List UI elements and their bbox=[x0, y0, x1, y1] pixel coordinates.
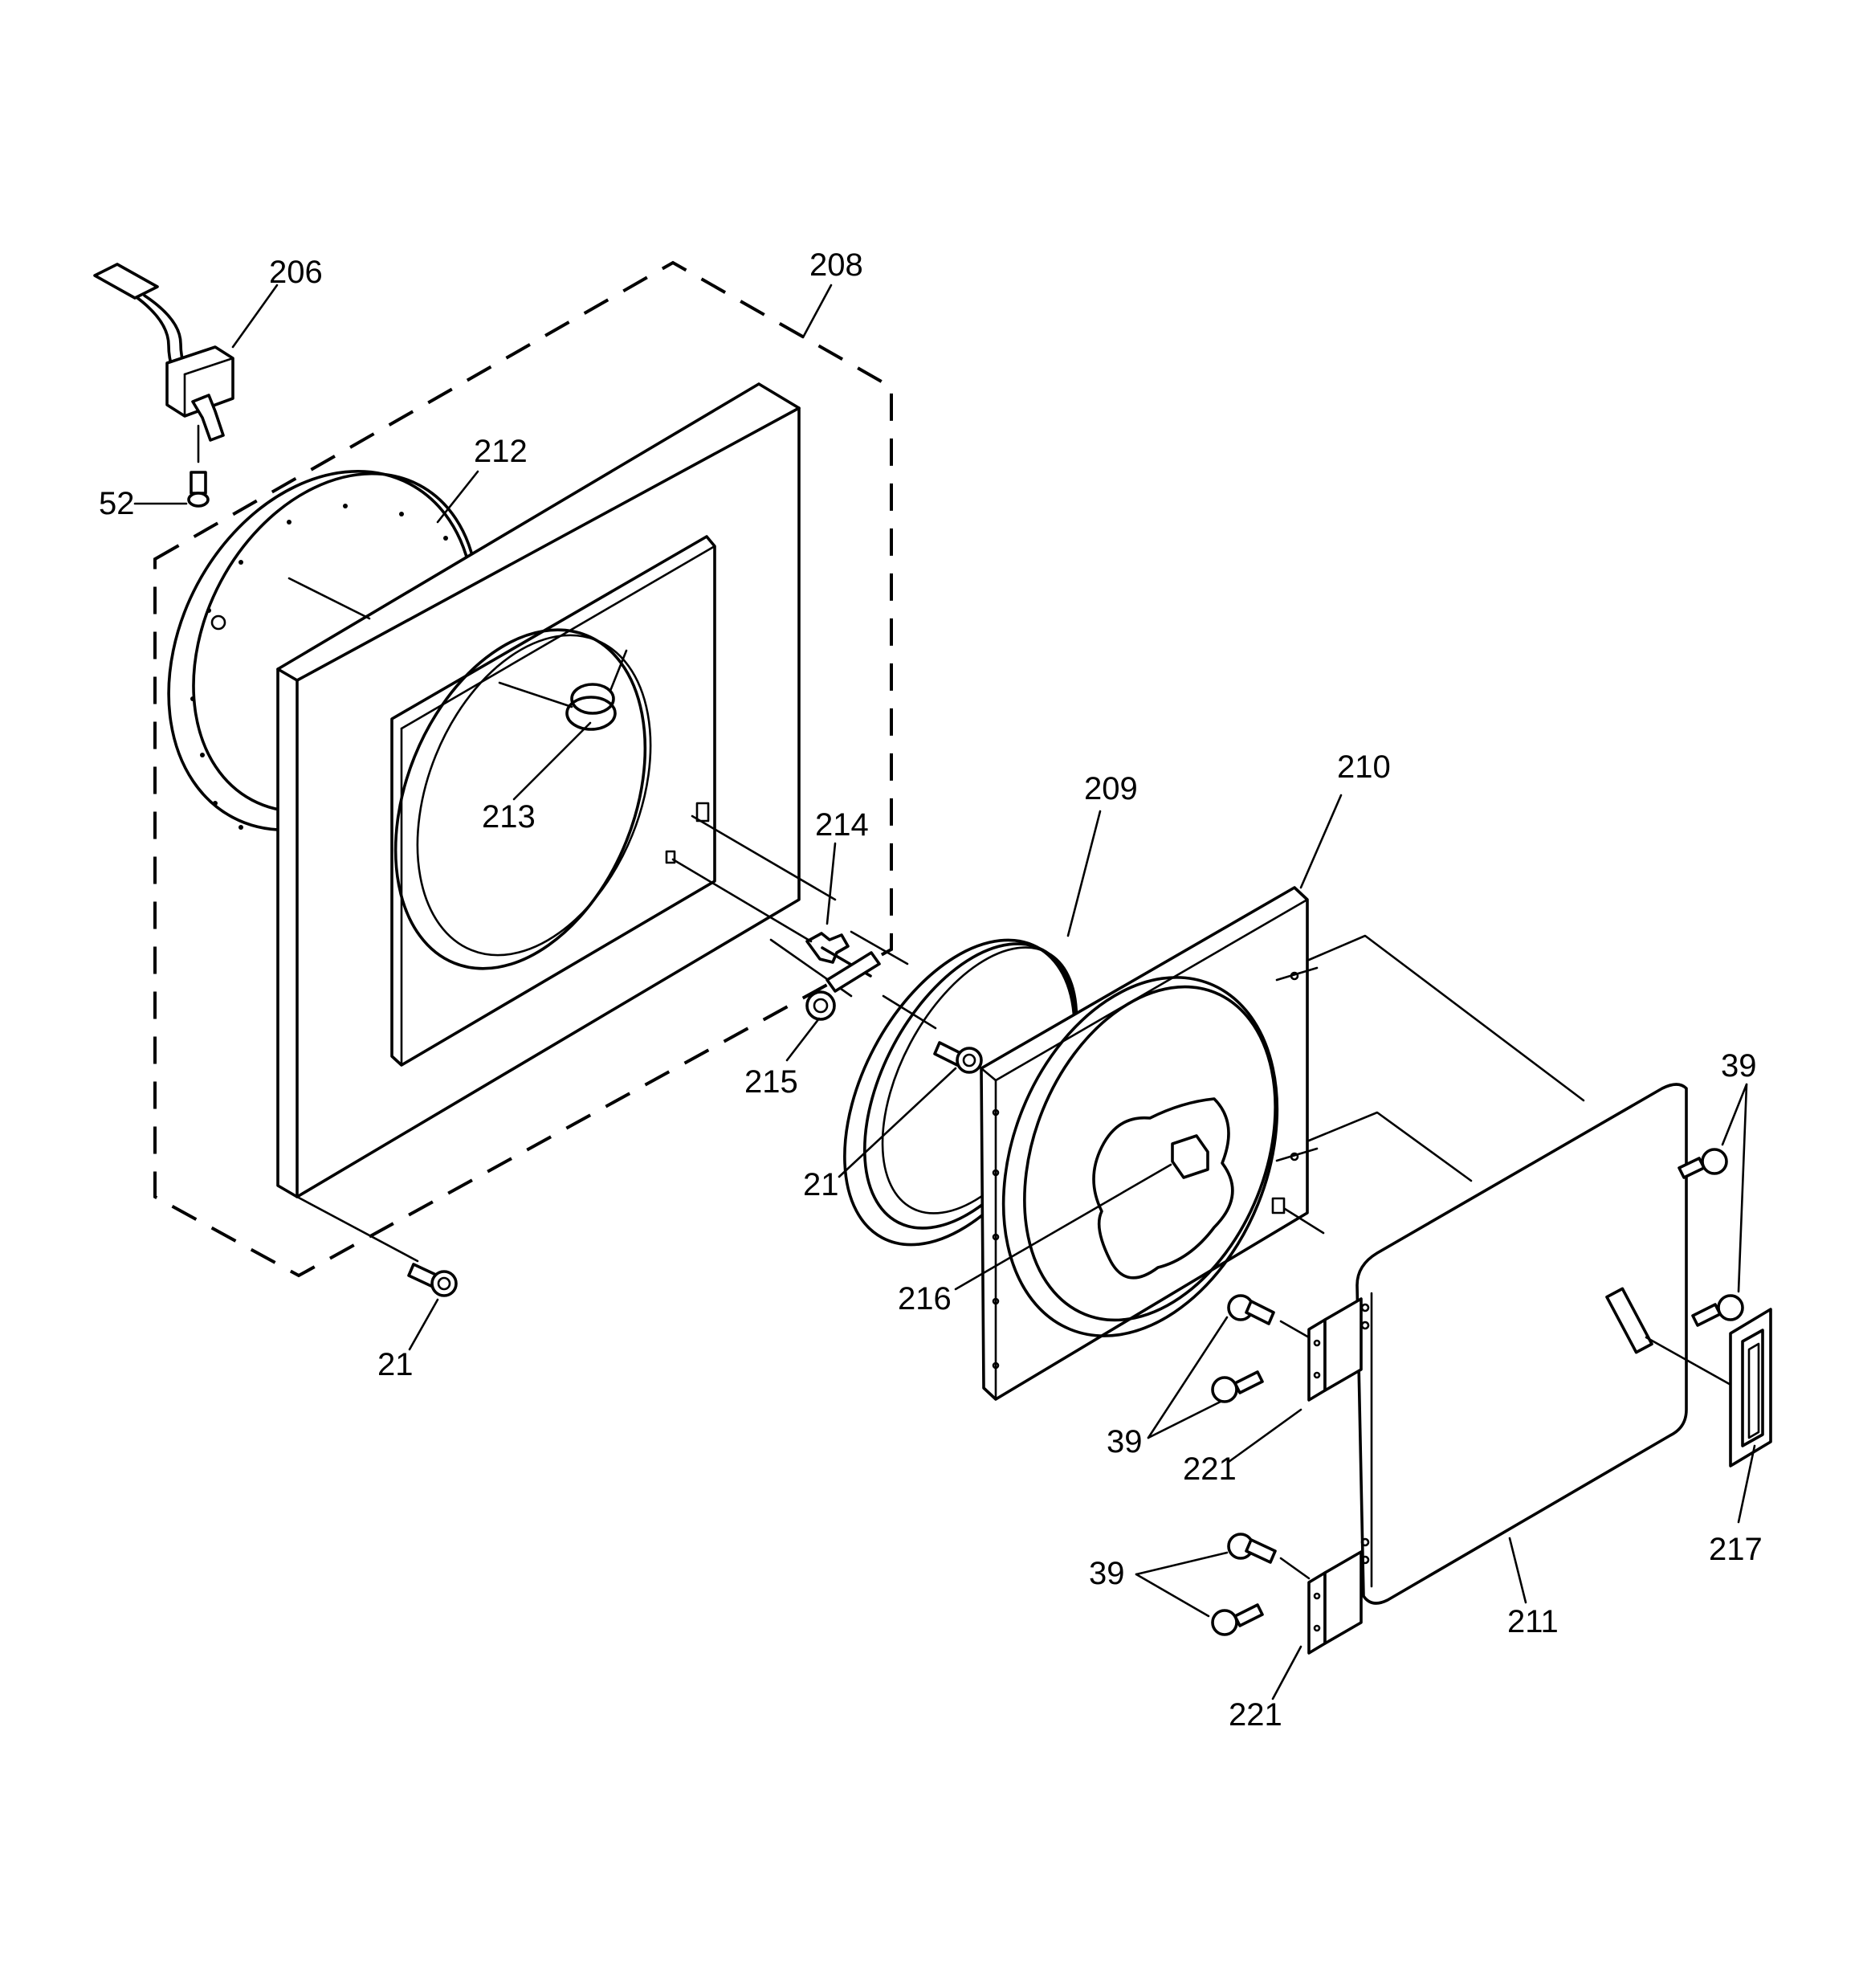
front-panel bbox=[276, 382, 801, 1198]
callout-52: 52 bbox=[99, 486, 135, 521]
callout-211: 211 bbox=[1507, 1604, 1559, 1639]
callout-214: 214 bbox=[815, 807, 869, 843]
callout-39-hinge-top: 39 bbox=[1107, 1424, 1143, 1459]
callout-labels: 206 208 212 52 213 214 215 21 21 209 210… bbox=[99, 247, 1763, 1733]
callout-39-handle: 39 bbox=[1721, 1048, 1757, 1084]
front-panel-assembly-outline bbox=[153, 260, 893, 1278]
callout-215: 215 bbox=[744, 1064, 798, 1100]
door-switch-214 bbox=[671, 814, 909, 998]
screw-21-front-panel bbox=[296, 1195, 458, 1297]
screws-39-handle bbox=[1678, 1148, 1744, 1327]
callout-213: 213 bbox=[482, 799, 536, 835]
drum-front-gasket bbox=[167, 470, 479, 831]
callout-212: 212 bbox=[474, 434, 528, 469]
hinge-221-top bbox=[1307, 1297, 1363, 1402]
callout-209: 209 bbox=[1084, 771, 1138, 806]
outer-door-panel-211 bbox=[1307, 934, 1748, 1605]
callout-210: 210 bbox=[1337, 749, 1391, 785]
leader-lines bbox=[133, 284, 1756, 1700]
callout-216: 216 bbox=[898, 1281, 952, 1316]
hinge-221-bottom bbox=[1307, 1550, 1363, 1655]
inner-door-panel-210 bbox=[980, 886, 1325, 1401]
callout-208: 208 bbox=[809, 247, 863, 283]
screw-215 bbox=[805, 946, 937, 1030]
callout-21-door: 21 bbox=[803, 1167, 839, 1202]
callout-217: 217 bbox=[1709, 1532, 1763, 1567]
door-handle-217 bbox=[1729, 1308, 1772, 1468]
callout-39-hinge-bottom: 39 bbox=[1089, 1556, 1125, 1591]
callout-221-bottom: 221 bbox=[1229, 1697, 1282, 1733]
screw-21-door bbox=[933, 1041, 983, 1074]
light-socket-harness-206 bbox=[93, 263, 234, 508]
screws-39-hinge-bottom bbox=[1211, 1533, 1311, 1636]
callout-21-front: 21 bbox=[377, 1347, 414, 1382]
callout-221-top: 221 bbox=[1183, 1451, 1237, 1487]
callout-206: 206 bbox=[269, 255, 323, 290]
screws-39-hinge-top bbox=[1211, 1294, 1311, 1403]
